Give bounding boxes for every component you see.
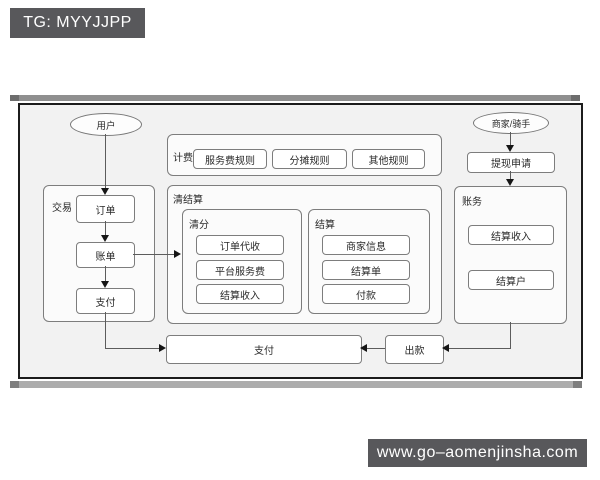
node-pay-bottom: 支付 bbox=[166, 335, 362, 364]
arrowhead-order-to-bill bbox=[101, 235, 109, 242]
clearing-subgroup-label: 清分 bbox=[189, 220, 209, 231]
accounting-group-label: 账务 bbox=[462, 197, 482, 208]
node-settlement-income-clearing: 结算收入 bbox=[196, 284, 284, 304]
actor-user-label: 用户 bbox=[96, 120, 116, 132]
clearing-settlement-group-label: 清结算 bbox=[173, 195, 203, 206]
connector-withdraw-to-accounting bbox=[510, 171, 511, 180]
node-pay-label: 支付 bbox=[95, 297, 116, 309]
connector-pay-to-pay-bottom bbox=[105, 348, 159, 349]
connector-bill-to-clearing bbox=[133, 254, 175, 255]
frame-top-strip bbox=[10, 95, 580, 101]
node-pay: 支付 bbox=[76, 288, 135, 314]
node-order-collection: 订单代收 bbox=[196, 235, 284, 255]
node-order-label: 订单 bbox=[95, 205, 116, 217]
arrowhead-bill-to-clearing bbox=[174, 250, 181, 258]
node-settlement-bill-label: 结算单 bbox=[351, 266, 381, 278]
connector-accounting-down bbox=[510, 322, 511, 349]
actor-user-ellipse: 用户 bbox=[70, 113, 142, 136]
billing-group-label: 计费 bbox=[173, 153, 193, 164]
arrowhead-bill-to-pay bbox=[101, 281, 109, 288]
connector-payout-to-pay-bottom bbox=[367, 348, 385, 349]
connector-merchant-to-withdraw bbox=[510, 132, 511, 146]
node-withdraw-request-label: 提现申请 bbox=[491, 159, 531, 170]
node-pay-bottom-label: 支付 bbox=[254, 346, 274, 357]
node-bill-label: 账单 bbox=[95, 251, 116, 263]
node-payout: 出款 bbox=[385, 335, 444, 364]
node-settlement-income-accounting-label: 结算收入 bbox=[491, 231, 531, 243]
node-merchant-info: 商家信息 bbox=[322, 235, 410, 255]
trade-group-label: 交易 bbox=[52, 203, 72, 214]
frame-top-strip-left-cap bbox=[10, 95, 19, 101]
node-merchant-info-label: 商家信息 bbox=[346, 241, 386, 253]
settlement-subgroup-label: 结算 bbox=[315, 220, 335, 231]
actor-merchant-rider-ellipse: 商家/骑手 bbox=[473, 112, 549, 134]
arrowhead-pay-to-pay-bottom bbox=[159, 344, 166, 352]
arrowhead-user-to-order bbox=[101, 188, 109, 195]
connector-order-to-bill bbox=[105, 221, 106, 236]
arrowhead-withdraw-to-accounting bbox=[506, 179, 514, 186]
connector-pay-down bbox=[105, 312, 106, 348]
actor-merchant-rider-label: 商家/骑手 bbox=[491, 118, 531, 129]
frame-top-strip-right-cap bbox=[571, 95, 580, 101]
arrowhead-merchant-to-withdraw bbox=[506, 145, 514, 152]
connector-user-to-order bbox=[105, 134, 106, 189]
arrowhead-accounting-to-payout bbox=[442, 344, 449, 352]
node-settlement-bill: 结算单 bbox=[322, 260, 410, 280]
node-service-fee-rules: 服务费规则 bbox=[193, 149, 267, 169]
node-settlement-income-accounting: 结算收入 bbox=[468, 225, 554, 245]
node-service-fee-rules-label: 服务费规则 bbox=[205, 155, 255, 167]
node-other-rules-label: 其他规则 bbox=[368, 155, 409, 167]
node-settlement-account-label: 结算户 bbox=[496, 276, 526, 288]
node-other-rules: 其他规则 bbox=[352, 149, 425, 169]
watermark-bottom-text: www.go–aomenjinsha.com bbox=[376, 444, 579, 461]
node-withdraw-request: 提现申请 bbox=[467, 152, 555, 173]
connector-bill-to-pay bbox=[105, 266, 106, 282]
watermark-bottom-banner: www.go–aomenjinsha.com bbox=[368, 439, 587, 467]
connector-accounting-to-payout bbox=[449, 348, 511, 349]
node-platform-service-fee-label: 平台服务费 bbox=[215, 266, 265, 278]
accounting-group-box bbox=[454, 186, 567, 324]
node-platform-service-fee: 平台服务费 bbox=[196, 260, 284, 280]
frame-bottom-strip-right-cap bbox=[573, 381, 582, 388]
watermark-top-banner: TG: MYYJJPP bbox=[10, 8, 145, 38]
node-bill: 账单 bbox=[76, 242, 135, 268]
watermark-top-text: TG: MYYJJPP bbox=[23, 14, 132, 31]
node-payment-label: 付款 bbox=[356, 290, 376, 302]
frame-bottom-strip-left-cap bbox=[10, 381, 19, 388]
node-settlement-income-clearing-label: 结算收入 bbox=[220, 290, 260, 302]
node-allocation-rules: 分摊规则 bbox=[272, 149, 347, 169]
node-allocation-rules-label: 分摊规则 bbox=[289, 155, 330, 167]
node-payout-label: 出款 bbox=[404, 346, 425, 357]
node-settlement-account: 结算户 bbox=[468, 270, 554, 290]
node-payment: 付款 bbox=[322, 284, 410, 304]
frame-bottom-strip bbox=[10, 381, 582, 388]
arrowhead-payout-to-pay-bottom bbox=[360, 344, 367, 352]
node-order: 订单 bbox=[76, 195, 135, 223]
node-order-collection-label: 订单代收 bbox=[220, 241, 260, 253]
